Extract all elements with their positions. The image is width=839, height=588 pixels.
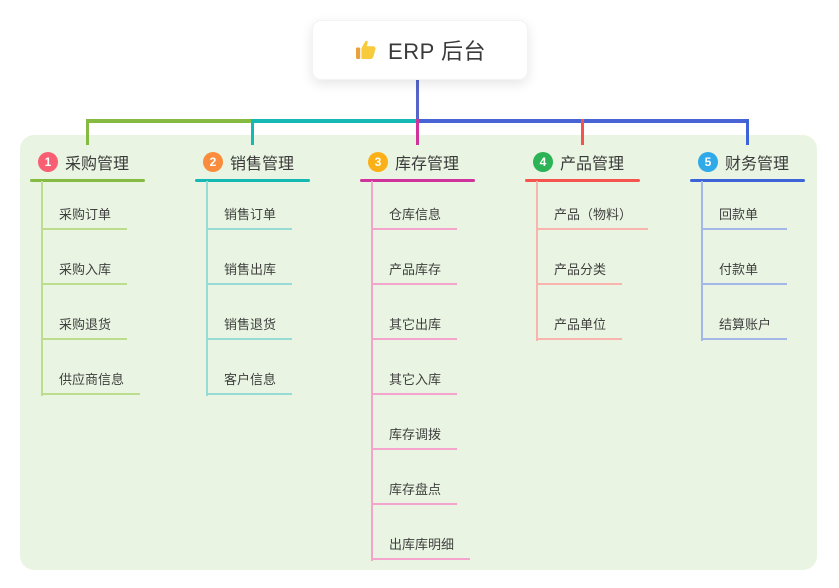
branch-4-child-3[interactable]: 产品单位 [536, 306, 623, 340]
branch-3-title[interactable]: 3 库存管理 [368, 149, 459, 175]
child-label: 产品库存 [389, 262, 442, 277]
child-label: 库存盘点 [389, 482, 442, 497]
branch-1-drop-line [85, 119, 90, 145]
branch-label: 库存管理 [395, 156, 460, 173]
branch-underline [690, 179, 805, 182]
branch-underline [525, 179, 640, 182]
branch-5-child-1[interactable]: 回款单 [701, 196, 787, 230]
branch-child-connector [536, 181, 538, 341]
child-label: 客户信息 [224, 372, 277, 387]
thumbs-up-icon [354, 38, 378, 62]
branch-4-drop-line [580, 119, 585, 145]
branch-4-title[interactable]: 4 产品管理 [533, 149, 624, 175]
branch-2-title[interactable]: 2 销售管理 [203, 149, 294, 175]
child-label: 结算账户 [719, 317, 772, 332]
branch-5-drop-line [745, 119, 750, 145]
branch-2-child-1[interactable]: 销售订单 [206, 196, 293, 230]
branch-3-child-1[interactable]: 仓库信息 [371, 196, 458, 230]
branch-underline [195, 179, 310, 182]
branch-label: 产品管理 [560, 156, 625, 173]
bus-segment-teal [252, 119, 418, 123]
branch-1-title[interactable]: 1 采购管理 [38, 149, 129, 175]
branch-1-child-2[interactable]: 采购入库 [41, 251, 128, 285]
branch-underline [360, 179, 475, 182]
branch-4-child-2[interactable]: 产品分类 [536, 251, 623, 285]
branch-3-child-7[interactable]: 出库库明细 [371, 526, 471, 560]
branch-3-drop-line [415, 119, 420, 145]
child-label: 回款单 [719, 207, 759, 222]
branch-5-child-2[interactable]: 付款单 [701, 251, 787, 285]
branch-number-badge: 1 [38, 152, 58, 172]
branch-2-child-2[interactable]: 销售出库 [206, 251, 293, 285]
child-label: 出库库明细 [389, 537, 455, 552]
branch-number-badge: 5 [698, 152, 718, 172]
branch-2-child-3[interactable]: 销售退货 [206, 306, 293, 340]
branch-child-connector [41, 181, 43, 396]
branches-panel [20, 135, 817, 570]
branch-5-title[interactable]: 5 财务管理 [698, 149, 789, 175]
branch-number-badge: 2 [203, 152, 223, 172]
child-label: 供应商信息 [59, 372, 125, 387]
child-label: 其它出库 [389, 317, 442, 332]
child-label: 采购订单 [59, 207, 112, 222]
child-label: 仓库信息 [389, 207, 442, 222]
branch-child-connector [371, 181, 373, 561]
child-label: 产品（物料） [554, 207, 633, 222]
child-label: 库存调拨 [389, 427, 442, 442]
branch-number-badge: 3 [368, 152, 388, 172]
branch-child-connector [701, 181, 703, 341]
branch-3-child-4[interactable]: 其它入库 [371, 361, 458, 395]
branch-underline [30, 179, 145, 182]
child-label: 采购入库 [59, 262, 112, 277]
branch-label: 采购管理 [65, 156, 130, 173]
child-label: 销售订单 [224, 207, 277, 222]
child-label: 其它入库 [389, 372, 442, 387]
branch-child-connector [206, 181, 208, 396]
trunk-line [415, 80, 420, 123]
branch-4-child-1[interactable]: 产品（物料） [536, 196, 649, 230]
branch-3-child-3[interactable]: 其它出库 [371, 306, 458, 340]
child-label: 产品分类 [554, 262, 607, 277]
branch-1-child-3[interactable]: 采购退货 [41, 306, 128, 340]
child-label: 销售退货 [224, 317, 277, 332]
child-label: 采购退货 [59, 317, 112, 332]
branch-label: 销售管理 [230, 156, 295, 173]
branch-number-badge: 4 [533, 152, 553, 172]
branch-label: 财务管理 [725, 156, 790, 173]
root-node[interactable]: ERP 后台 [312, 20, 528, 80]
branch-1-child-1[interactable]: 采购订单 [41, 196, 128, 230]
branch-3-child-2[interactable]: 产品库存 [371, 251, 458, 285]
child-label: 付款单 [719, 262, 759, 277]
branch-2-child-4[interactable]: 客户信息 [206, 361, 293, 395]
branch-5-child-3[interactable]: 结算账户 [701, 306, 788, 340]
root-label: ERP 后台 [388, 39, 486, 64]
branch-1-child-4[interactable]: 供应商信息 [41, 361, 141, 395]
branch-2-drop-line [250, 119, 255, 145]
bus-segment-green [85, 119, 253, 123]
branch-3-child-5[interactable]: 库存调拨 [371, 416, 458, 450]
child-label: 产品单位 [554, 317, 607, 332]
branch-3-child-6[interactable]: 库存盘点 [371, 471, 458, 505]
child-label: 销售出库 [224, 262, 277, 277]
